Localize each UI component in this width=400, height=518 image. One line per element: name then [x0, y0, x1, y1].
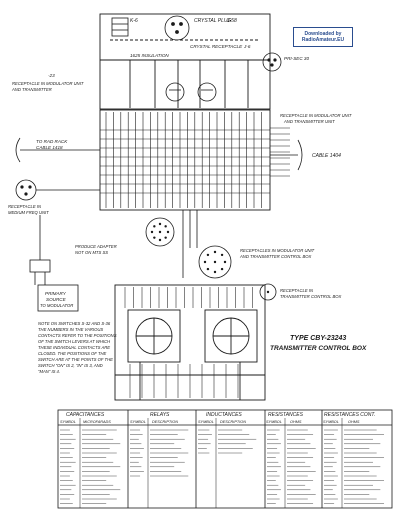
connector-circle-icon: [262, 52, 282, 72]
pin: [153, 236, 156, 239]
bus-wires: [100, 112, 290, 208]
tube-icon: [165, 82, 217, 102]
crystal-receptacle-label: CRYSTAL RECEPTACLE: [190, 44, 243, 49]
mid-receptacles: [145, 210, 277, 301]
cable-right-label: CABLE 1404: [312, 153, 341, 159]
watermark-line: Downloaded by: [304, 31, 342, 37]
left-mid-receptacle-icon: [15, 179, 100, 201]
table-header-resistances-cont: RESISTANCES CONT.: [324, 412, 375, 418]
table-subheader: SYMBOL: [266, 420, 282, 424]
crystal-receptacle-j-label: J-6: [243, 44, 251, 49]
pin: [220, 253, 224, 257]
recept-left-mid-label: RECEPTACLE IN: [8, 204, 42, 209]
table-header-inductances: INDUCTANCES: [206, 412, 242, 418]
left-receptacle-icon: [15, 137, 100, 163]
recept-right-mid-label: RECEPTACLES IN MODULATOR UNIT: [240, 248, 315, 253]
pin: [166, 230, 170, 234]
pin: [164, 236, 167, 239]
note-line: SWITCH ARE AT THE POINTS OF THE: [38, 357, 113, 362]
table-subheader: SYMBOL: [198, 420, 214, 424]
pin: [213, 260, 217, 264]
note-line: NOTE ON SWITCHES S-32 AND S-36: [38, 321, 111, 326]
remote-cable: [29, 215, 51, 285]
watermark-line: RadioAmateur.EU: [301, 37, 345, 43]
relay-k-icon: [111, 17, 129, 37]
terminal-bus: [99, 109, 271, 211]
control-wires: [124, 287, 253, 398]
table-subheader: OHMS: [348, 420, 360, 424]
type-title: TYPE CBY-23243: [290, 335, 346, 342]
note-line: "MAN" IS 4.: [38, 369, 60, 374]
recept-left-top-label: RECEPTACLE IN MODULATOR UNIT: [12, 81, 84, 86]
table-subheader: SYMBOL: [60, 420, 76, 424]
table-subheader: MICROFARADS: [83, 420, 111, 424]
pin: [158, 230, 162, 234]
note-line: THESE INDIVIDUAL CONTACTS ARE: [38, 345, 110, 350]
table-header-capacitances: CAPACITANCES: [66, 412, 105, 418]
table-header-relays: RELAYS: [150, 412, 170, 418]
control-box: [114, 284, 266, 401]
note-line: THE NUMBERS IN THE VARIOUS: [38, 327, 103, 332]
crystal-plug-icon: [164, 15, 190, 41]
pin: [150, 230, 154, 234]
top-chassis: [99, 13, 271, 110]
table-header-resistances: RESISTANCES: [268, 412, 304, 418]
table-entries: [60, 429, 385, 504]
recept-right-top-label: RECEPTACLE IN MODULATOR UNIT: [280, 113, 352, 118]
primary-label-2: SOURCE: [46, 297, 67, 302]
pin: [220, 267, 224, 271]
pin: [158, 222, 162, 226]
crystal-plug-j-label: J-58: [226, 18, 237, 24]
cable-left-label: CABLE 1418: [36, 145, 63, 150]
parts-table: [57, 409, 393, 509]
pri-sec-label: PRI-SEC 30: [284, 56, 309, 61]
connector-label: -23: [48, 73, 55, 78]
recept-right-mid-label-2: AND TRANSMITTER CONTROL BOX: [239, 254, 312, 259]
recept-right-top-label-2: AND TRANSMITTER UNIT: [283, 119, 335, 124]
table-subheader: SYMBOL: [323, 420, 339, 424]
receptacle-pins: [150, 222, 270, 294]
insulation-label: 1625 INSULATION: [130, 53, 169, 58]
remote-plug-label: PRODUCE ADAPTER: [75, 244, 117, 249]
pin: [158, 238, 162, 242]
crystal-plug-label: CRYSTAL PLUG: [194, 18, 232, 24]
recept-right-low-label: RECEPTACLE IN: [280, 288, 314, 293]
note-line: OF THE SWITCH LEVERS AT WHICH: [38, 339, 111, 344]
pin: [206, 253, 210, 257]
recept-left-mid-label-2: MEDIUM FREQ UNIT: [8, 210, 49, 215]
pin: [206, 267, 210, 271]
pin: [153, 225, 156, 228]
relay-k-label: K-6: [130, 18, 138, 24]
note-line: SWITCH "ON" IS 2, "IN" IS 3, AND: [38, 363, 103, 368]
remote-plug-label-2: NOT ON MTS SS: [75, 250, 108, 255]
switch-note: NOTE ON SWITCHES S-32 AND S-36 THE NUMBE…: [38, 321, 117, 374]
table-subheader: DESCRIPTION: [152, 420, 178, 424]
table-subheader: SYMBOL: [130, 420, 146, 424]
pin: [164, 225, 167, 228]
primary-label-3: TO MODULATOR: [40, 303, 73, 308]
table-subheader: DESCRIPTION: [220, 420, 246, 424]
to-rack-label: TO RAD RACK: [36, 139, 68, 144]
recept-right-low-label-2: TRANSMITTER CONTROL BOX: [280, 294, 342, 299]
table-subheader: OHMS: [290, 420, 302, 424]
primary-label: PRIMARY: [45, 291, 67, 296]
pin: [223, 260, 227, 264]
type-subtitle: TRANSMITTER CONTROL BOX: [270, 345, 367, 352]
right-receptacle-icon: [270, 139, 303, 171]
pin: [213, 250, 217, 254]
primary-source-box: [37, 284, 79, 312]
pin: [213, 270, 217, 274]
watermark-badge: Downloaded by RadioAmateur.EU: [293, 27, 353, 47]
recept-left-top-label-2: AND TRANSMITTER: [11, 87, 52, 92]
pin: [203, 260, 207, 264]
note-line: CONTACTS REFER TO THE POSITIONS: [38, 333, 117, 338]
note-line: CLOSED. THE POSITIONS OF THE: [38, 351, 107, 356]
pin: [266, 290, 270, 294]
